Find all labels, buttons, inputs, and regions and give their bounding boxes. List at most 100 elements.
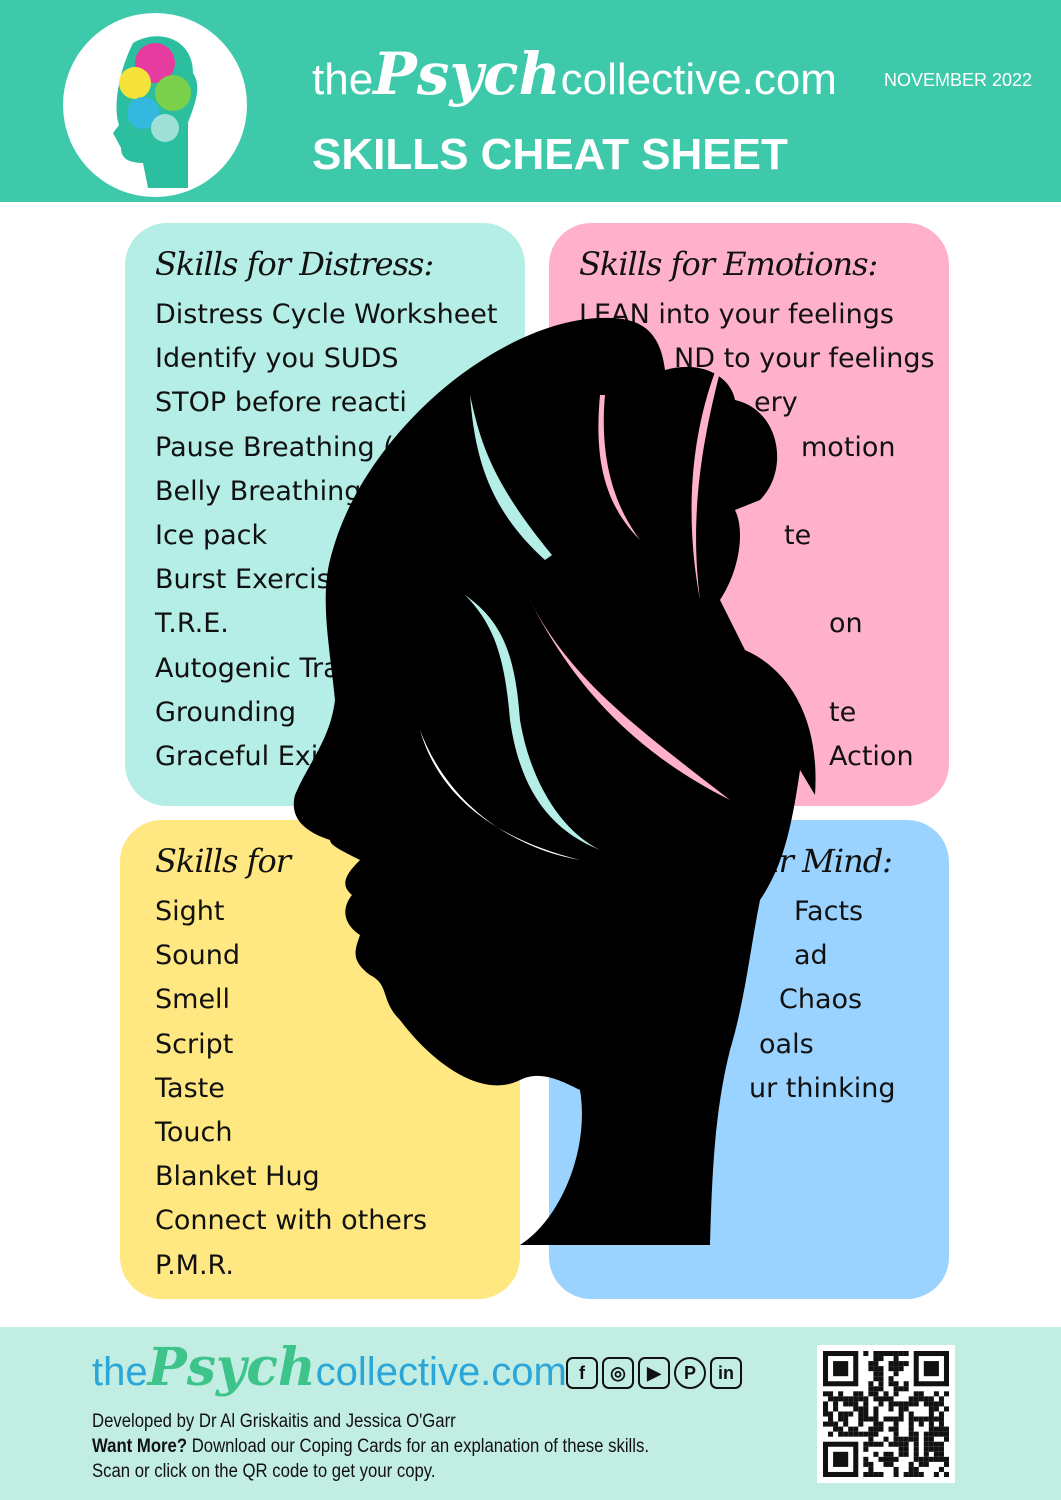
qr-module	[868, 1366, 874, 1372]
list-item: Grounding	[155, 696, 297, 728]
qr-module	[933, 1406, 939, 1412]
qr-module	[858, 1406, 864, 1412]
qr-module	[838, 1391, 844, 1397]
qr-module	[873, 1351, 879, 1357]
qr-module	[883, 1396, 889, 1402]
list-item: Autogenic Tra	[155, 652, 340, 684]
qr-code[interactable]	[817, 1345, 955, 1483]
qr-module	[828, 1416, 834, 1422]
list-item: Script	[155, 1028, 234, 1060]
qr-module	[893, 1361, 899, 1367]
qr-module	[833, 1421, 839, 1427]
qr-module	[938, 1421, 944, 1427]
qr-module	[933, 1451, 939, 1457]
qr-module	[933, 1456, 939, 1462]
qr-module	[893, 1391, 899, 1397]
qr-module	[923, 1396, 929, 1402]
qr-module	[938, 1416, 944, 1422]
qr-module	[843, 1396, 849, 1402]
qr-module	[878, 1456, 884, 1462]
qr-module	[863, 1396, 869, 1402]
qr-module	[833, 1401, 839, 1407]
qr-module	[873, 1441, 879, 1447]
qr-module	[928, 1411, 934, 1417]
list-item: Taste	[155, 1072, 225, 1104]
facebook-icon[interactable]: f	[566, 1357, 598, 1389]
qr-module	[898, 1406, 904, 1412]
qr-module	[878, 1386, 884, 1392]
qr-module	[933, 1426, 939, 1432]
qr-module	[898, 1416, 904, 1422]
qr-module	[868, 1381, 874, 1387]
qr-module	[933, 1401, 939, 1407]
instagram-icon[interactable]: ◎	[602, 1357, 634, 1389]
qr-module	[938, 1441, 944, 1447]
want-more-text: Download our Coping Cards for an explana…	[187, 1436, 649, 1457]
qr-module	[863, 1401, 869, 1407]
list-item: motion	[801, 431, 896, 463]
qr-module	[873, 1416, 879, 1422]
qr-module	[928, 1401, 934, 1407]
qr-module	[878, 1426, 884, 1432]
qr-module	[823, 1406, 829, 1412]
brand-script: Psych	[373, 40, 561, 108]
social-links: f ◎ ▶ P in	[566, 1357, 742, 1389]
qr-module	[898, 1386, 904, 1392]
qr-module	[888, 1406, 894, 1412]
qr-module	[893, 1371, 899, 1377]
qr-module	[933, 1441, 939, 1447]
pinterest-icon[interactable]: P	[674, 1357, 706, 1389]
list-item: Burst Exercise	[155, 564, 348, 596]
qr-module	[898, 1446, 904, 1452]
qr-module	[833, 1406, 839, 1412]
qr-module	[873, 1406, 879, 1412]
qr-module	[843, 1401, 849, 1407]
qr-module	[868, 1431, 874, 1437]
linkedin-icon[interactable]: in	[710, 1357, 742, 1389]
qr-module	[908, 1471, 914, 1477]
qr-module	[903, 1361, 909, 1367]
qr-module	[878, 1381, 884, 1387]
qr-module	[913, 1416, 919, 1422]
qr-module	[873, 1421, 879, 1427]
credits: Developed by Dr Al Griskaitis and Jessic…	[92, 1409, 649, 1484]
qr-module	[878, 1371, 884, 1377]
list-item: ur thinking	[749, 1072, 896, 1104]
qr-module	[873, 1366, 879, 1372]
youtube-icon[interactable]: ▶	[638, 1357, 670, 1389]
qr-module	[913, 1441, 919, 1447]
list-item: Belly Breathing	[155, 475, 362, 507]
qr-module	[893, 1471, 899, 1477]
qr-module	[943, 1406, 949, 1412]
qr-module	[838, 1396, 844, 1402]
brand-pre: the	[92, 1350, 148, 1394]
qr-module	[873, 1361, 879, 1367]
qr-module	[898, 1351, 904, 1357]
qr-module	[853, 1406, 859, 1412]
qr-module	[933, 1391, 939, 1397]
qr-module	[843, 1416, 849, 1422]
qr-module	[878, 1356, 884, 1362]
qr-module	[908, 1421, 914, 1427]
qr-module	[848, 1426, 854, 1432]
qr-module	[908, 1461, 914, 1467]
qr-module	[928, 1416, 934, 1422]
qr-module	[858, 1411, 864, 1417]
qr-module	[878, 1401, 884, 1407]
qr-module	[858, 1421, 864, 1427]
qr-code-icon	[823, 1351, 949, 1477]
qr-module	[888, 1461, 894, 1467]
qr-module	[883, 1436, 889, 1442]
want-more-label: Want More?	[92, 1436, 188, 1457]
qr-module	[888, 1396, 894, 1402]
qr-module	[888, 1456, 894, 1462]
qr-module	[898, 1401, 904, 1407]
qr-finder	[833, 1361, 849, 1377]
list-item: Touch	[155, 1117, 233, 1149]
footer-brand-link[interactable]: thePsychcollective.com	[92, 1337, 567, 1398]
qr-module	[943, 1426, 949, 1432]
qr-module	[903, 1471, 909, 1477]
qr-module	[903, 1446, 909, 1452]
qr-module	[828, 1421, 834, 1427]
list-item: Sight	[155, 896, 225, 927]
